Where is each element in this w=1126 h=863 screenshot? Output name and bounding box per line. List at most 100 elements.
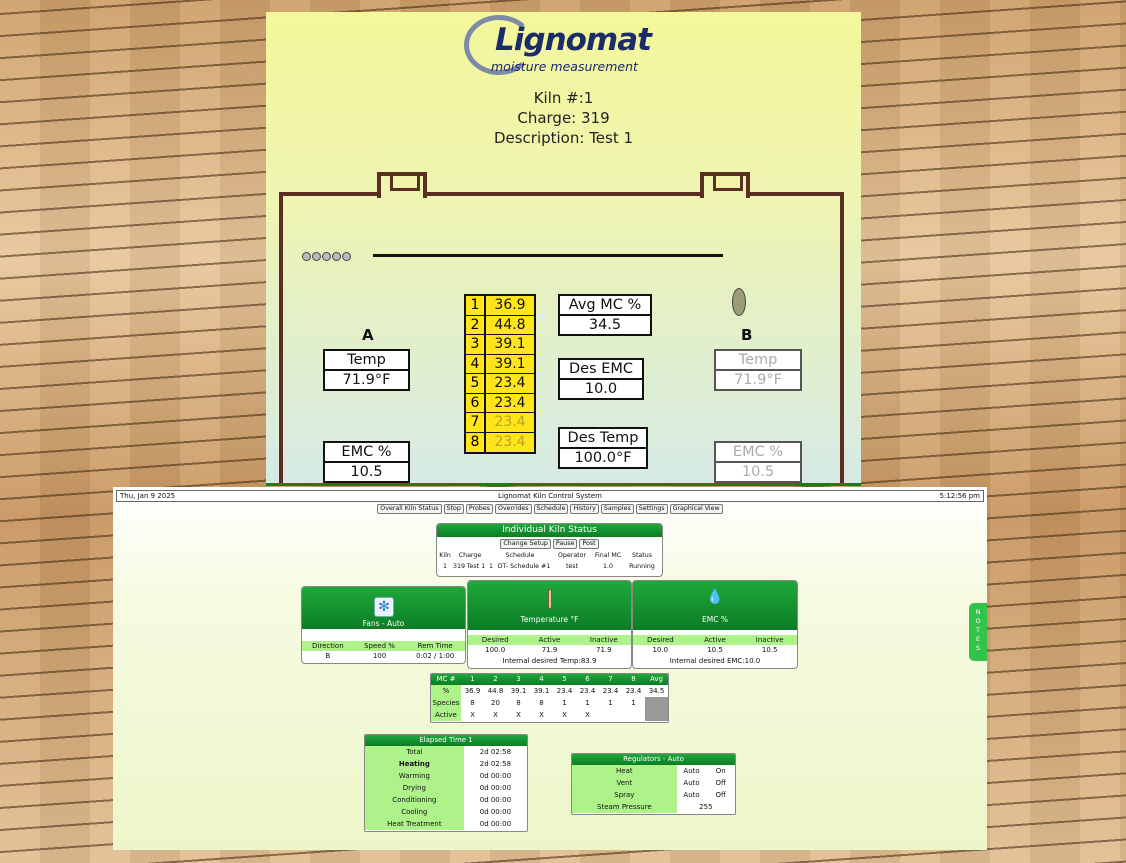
cell-status: Running bbox=[629, 563, 655, 570]
kiln-status-row[interactable]: 1 319 Test 1 1 DT- Schedule #1 test 1.0 … bbox=[437, 563, 662, 570]
mc-cell: 1 bbox=[562, 699, 567, 707]
mc-cell: X bbox=[562, 711, 567, 719]
nav-probes-button[interactable]: Probes bbox=[465, 504, 493, 514]
probe-value: 23.4 bbox=[494, 394, 526, 411]
probe-value: 23.4 bbox=[494, 375, 526, 391]
nav-samples-button[interactable]: Samples bbox=[600, 504, 634, 514]
status-bar: Thu, Jan 9 2025 Lignomat Kiln Control Sy… bbox=[116, 490, 984, 502]
regulators-title: Regulators - Auto bbox=[572, 754, 735, 765]
des-emc-label: Des EMC bbox=[560, 360, 642, 380]
probe-value: 44.8 bbox=[494, 316, 526, 333]
kiln-charge: Charge: 319 bbox=[517, 109, 610, 127]
header-schedule: Schedule bbox=[505, 552, 535, 559]
mc-cell: 8 bbox=[539, 699, 544, 707]
probe-number: 6 bbox=[466, 393, 486, 412]
temp-label: Temp bbox=[325, 351, 408, 371]
notes-tab[interactable]: NOTES bbox=[969, 603, 987, 661]
elapsed-value: 2d 02:58 bbox=[479, 748, 512, 756]
cell-charge: 319 bbox=[453, 563, 465, 570]
emc-header: 💧 EMC % bbox=[633, 581, 797, 630]
side-a-temp[interactable]: Temp 71.9°F bbox=[323, 349, 410, 391]
fans-remtime: 0:02 / 1:00 bbox=[416, 652, 455, 660]
temp-inactive: 71.9 bbox=[596, 646, 612, 654]
mc-header: 4 bbox=[539, 675, 544, 683]
kiln-chimney-left bbox=[377, 172, 427, 198]
nav-overall-status-button[interactable]: Overall Kiln Status bbox=[377, 504, 442, 514]
status-title: Lignomat Kiln Control System bbox=[498, 492, 602, 500]
emc-label: EMC % bbox=[716, 443, 800, 463]
emc-header-inactive: Inactive bbox=[755, 636, 784, 644]
mc-cell: X bbox=[539, 711, 544, 719]
elapsed-value: 0d 00:00 bbox=[479, 772, 512, 780]
regulator-label: Heat bbox=[572, 765, 677, 777]
mc-header: 5 bbox=[562, 675, 567, 683]
mc-header: 6 bbox=[585, 675, 590, 683]
mc-header-avg: Avg bbox=[650, 675, 663, 683]
temperature-header: Temperature °F bbox=[468, 581, 631, 630]
kiln-status-title: Individual Kiln Status bbox=[437, 524, 662, 537]
mc-row-label: Active bbox=[431, 709, 461, 721]
nav-schedule-button[interactable]: Schedule bbox=[533, 504, 569, 514]
elapsed-label: Heating bbox=[365, 758, 464, 770]
probe-number: 7 bbox=[466, 413, 486, 432]
logo-wordmark: Lignomat bbox=[495, 22, 652, 58]
pause-button[interactable]: Pause bbox=[552, 539, 578, 549]
side-b-temp[interactable]: Temp 71.9°F bbox=[714, 349, 802, 391]
elapsed-label: Warming bbox=[365, 770, 464, 782]
elapsed-value: 2d 02:58 bbox=[479, 760, 512, 768]
avg-mc-label: Avg MC % bbox=[560, 296, 650, 316]
nav-history-button[interactable]: History bbox=[570, 504, 599, 514]
nav-stop-button[interactable]: Stop bbox=[443, 504, 464, 514]
side-b-emc[interactable]: EMC % 10.5 bbox=[714, 441, 802, 483]
fans-direction: B bbox=[325, 652, 331, 660]
side-a-emc[interactable]: EMC % 10.5 bbox=[323, 441, 410, 483]
cell-operator: test bbox=[565, 563, 579, 570]
elapsed-row: Heating 2d 02:58 bbox=[365, 758, 527, 770]
cell-description: Test 1 bbox=[466, 563, 486, 570]
post-button[interactable]: Post bbox=[579, 539, 599, 549]
mc-cell: 23.4 bbox=[602, 687, 619, 695]
nav-overrides-button[interactable]: Overrides bbox=[494, 504, 532, 514]
kiln-chimney-right bbox=[700, 172, 750, 198]
nav-graphical-view-button[interactable]: Graphical View bbox=[669, 504, 723, 514]
kiln-ceiling-line bbox=[373, 254, 723, 257]
mc-header-label: MC # bbox=[436, 675, 456, 683]
mc-header: 2 bbox=[493, 675, 498, 683]
emc-label: EMC % bbox=[325, 443, 408, 463]
elapsed-label: Heat Treatment bbox=[365, 818, 464, 830]
header-kiln: Kiln bbox=[439, 552, 451, 559]
kiln-control-window: Thu, Jan 9 2025 Lignomat Kiln Control Sy… bbox=[113, 487, 987, 850]
mc-cell: 8 bbox=[470, 699, 475, 707]
mc-cell: 44.8 bbox=[487, 687, 504, 695]
nav-settings-button[interactable]: Settings bbox=[635, 504, 668, 514]
mc-header: 7 bbox=[608, 675, 613, 683]
regulator-state: 255 bbox=[699, 803, 713, 811]
probe-number: 2 bbox=[466, 315, 486, 334]
mc-row-label: Species bbox=[431, 697, 461, 709]
temperature-title: Temperature °F bbox=[520, 615, 579, 624]
des-emc-box: Des EMC 10.0 bbox=[558, 358, 644, 400]
probe-number: 5 bbox=[466, 374, 486, 393]
mc-cell: 23.4 bbox=[579, 687, 596, 695]
temp-internal-note: Internal desired Temp:83.9 bbox=[502, 657, 597, 665]
probe-value: 36.9 bbox=[494, 297, 526, 313]
elapsed-label: Drying bbox=[365, 782, 464, 794]
side-b-label: B bbox=[741, 326, 753, 344]
kiln-outline bbox=[279, 172, 844, 486]
change-setup-button[interactable]: Change Setup bbox=[500, 539, 551, 549]
cell-schedule: DT- Schedule #1 bbox=[497, 563, 551, 570]
temp-header-active: Active bbox=[538, 636, 561, 644]
